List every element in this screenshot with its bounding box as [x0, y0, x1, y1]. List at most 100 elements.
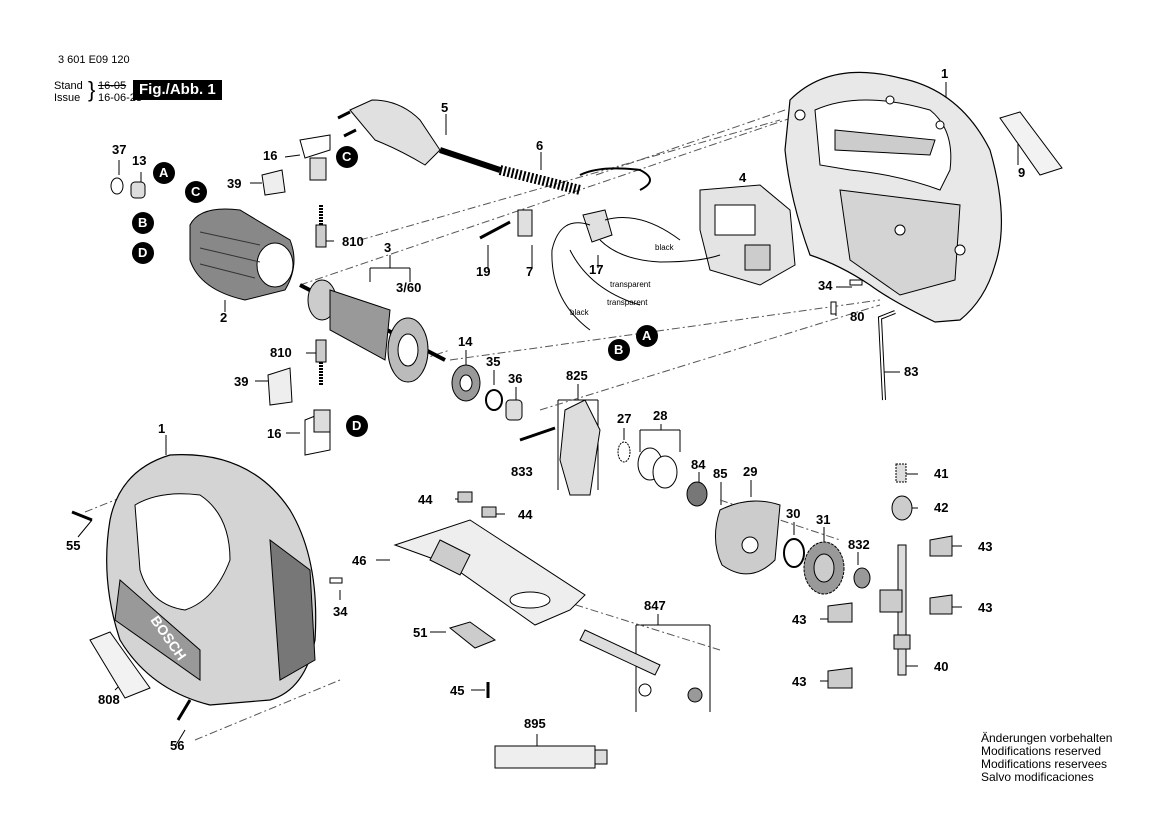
- callout-14: 14: [458, 334, 473, 349]
- guide-block-43d: [827, 667, 853, 689]
- callout-84: 84: [691, 457, 706, 472]
- grease-tube-895: [494, 745, 608, 769]
- callout-34-lower: 34: [333, 604, 348, 619]
- modifications-note: Änderungen vorbehalten Modifications res…: [981, 732, 1112, 784]
- washer-35: [485, 389, 503, 411]
- callout-810-bottom: 810: [270, 345, 292, 360]
- callout-28: 28: [653, 408, 668, 423]
- stand-date: 16-05: [98, 80, 127, 92]
- callout-847: 847: [644, 598, 666, 613]
- suppressor: [551, 209, 721, 331]
- callout-4: 4: [739, 170, 747, 185]
- pad-44b: [481, 506, 497, 518]
- callout-30: 30: [786, 506, 801, 521]
- motor-housing: [106, 454, 317, 706]
- bushing-36: [505, 399, 523, 421]
- callout-85: 85: [713, 466, 728, 481]
- issue-label: Issue: [54, 92, 81, 104]
- screw-833: [519, 426, 556, 442]
- spring-clip-39a: [261, 169, 286, 196]
- callout-808: 808: [98, 692, 120, 707]
- pin-34: [849, 279, 863, 286]
- callout-7: 7: [526, 264, 534, 279]
- needle-bearing-84: [686, 481, 708, 507]
- pad-44a: [457, 491, 473, 503]
- callout-16-top: 16: [263, 148, 278, 163]
- callout-39-top: 39: [227, 176, 242, 191]
- callout-29: 29: [743, 464, 758, 479]
- field-coil: [189, 208, 295, 301]
- callout-46: 46: [352, 553, 367, 568]
- guide-42: [891, 495, 913, 521]
- callout-13: 13: [132, 153, 147, 168]
- figure-badge: Fig./Abb. 1: [133, 80, 222, 100]
- pin-34b: [329, 577, 343, 584]
- callout-51: 51: [413, 625, 428, 640]
- bearing-832: [853, 567, 871, 589]
- callout-2: 2: [220, 310, 228, 325]
- brace: }: [88, 77, 96, 102]
- carbon-brush-810a: [315, 224, 327, 248]
- stand-label: Stand: [54, 80, 83, 92]
- callout-45: 45: [450, 683, 465, 698]
- plate-51: [448, 621, 497, 649]
- callout-833: 833: [511, 464, 533, 479]
- screw-19: [479, 220, 511, 240]
- callout-16-bottom: 16: [267, 426, 282, 441]
- callout-832: 832: [848, 537, 870, 552]
- carbon-brush-810b: [315, 339, 327, 363]
- base-plate-46: [393, 519, 586, 626]
- callout-1: 1: [941, 66, 949, 81]
- callout-40: 40: [934, 659, 949, 674]
- mod-line-de: Änderungen vorbehalten: [981, 731, 1113, 745]
- callout-83: 83: [904, 364, 919, 379]
- callout-44-right: 44: [518, 507, 533, 522]
- callout-37: 37: [112, 142, 127, 157]
- marker-d-left: D: [138, 245, 148, 260]
- marker-a-right: A: [642, 328, 652, 343]
- callout-1-lower: 1: [158, 421, 166, 436]
- wire-label-black-2: black: [570, 308, 589, 317]
- callout-31: 31: [816, 512, 831, 527]
- guide-block-43c: [827, 602, 853, 623]
- callout-810-top: 810: [342, 234, 364, 249]
- callout-43-b: 43: [978, 600, 993, 615]
- screw-55: [71, 510, 93, 522]
- spring-41: [895, 463, 907, 483]
- marker-b-left: B: [138, 215, 148, 230]
- callout-43-c: 43: [792, 612, 807, 627]
- mod-line-fr: Modifications reservees: [981, 757, 1108, 771]
- armature: [299, 279, 446, 383]
- pin-80: [830, 301, 837, 315]
- marker-a-left: A: [159, 165, 169, 180]
- callout-56: 56: [170, 738, 185, 753]
- callout-825: 825: [566, 368, 588, 383]
- part-number: 3 601 E09 120: [58, 54, 130, 66]
- mod-line-es: Salvo modificaciones: [981, 770, 1094, 784]
- housing-shell: [784, 71, 1003, 323]
- screw-56: [176, 699, 192, 721]
- callout-5: 5: [441, 100, 449, 115]
- callout-43-a: 43: [978, 539, 993, 554]
- callout-34-top: 34: [818, 278, 833, 293]
- cable-clamp: [517, 209, 533, 237]
- callout-35: 35: [486, 354, 501, 369]
- guide-block-43a: [929, 535, 953, 557]
- wire-label-transparent-2: transparent: [607, 298, 648, 307]
- wire-label-black: black: [655, 243, 674, 252]
- marker-c-left: C: [191, 184, 201, 199]
- wire-label-transparent: transparent: [610, 280, 651, 289]
- mod-line-en: Modifications reserved: [981, 744, 1102, 758]
- callout-41: 41: [934, 466, 949, 481]
- callout-80: 80: [850, 309, 865, 324]
- label-sticker-9: [999, 111, 1063, 176]
- power-plug: [337, 99, 582, 195]
- callout-895: 895: [524, 716, 546, 731]
- guide-block-43b: [929, 594, 953, 615]
- callout-6: 6: [536, 138, 544, 153]
- bushing-13: [130, 181, 146, 199]
- callout-55: 55: [66, 538, 81, 553]
- spring-clip-39b: [267, 367, 293, 406]
- washer-30: [783, 538, 805, 568]
